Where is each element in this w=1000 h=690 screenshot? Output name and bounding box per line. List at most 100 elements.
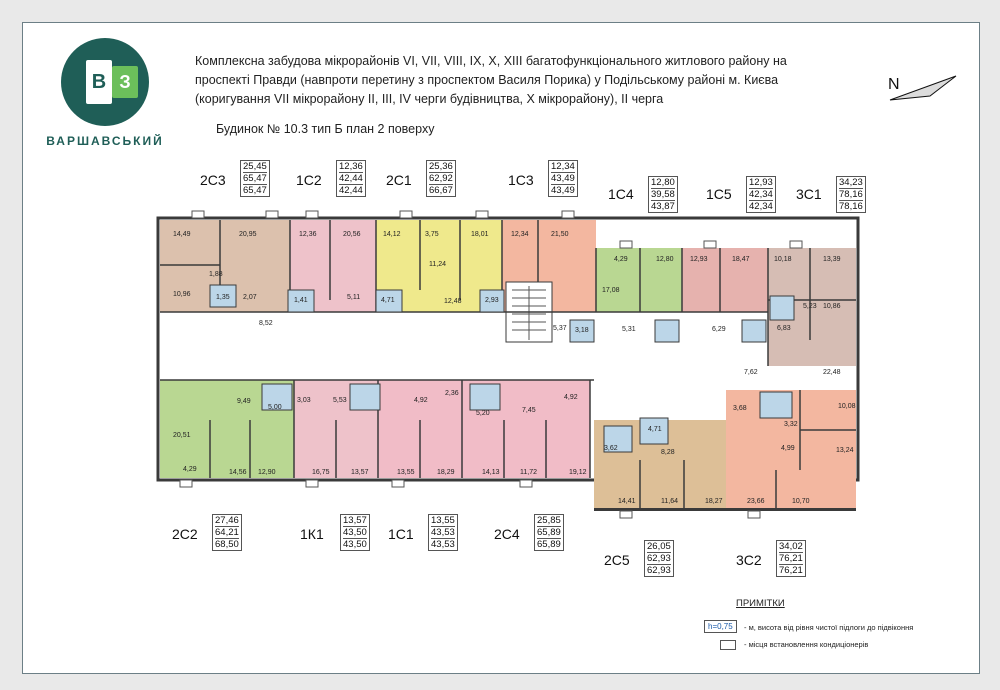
room-area: 10,18 xyxy=(774,256,792,263)
room-area: 4,99 xyxy=(781,445,795,452)
unit-area-living: 25,45 xyxy=(243,161,267,173)
room-area: 11,64 xyxy=(661,498,678,505)
unit-areas: 25,45 65,47 65,47 xyxy=(240,160,270,197)
unit-area-total: 43,53 xyxy=(431,527,455,539)
unit-area-living: 13,55 xyxy=(431,515,455,527)
unit-area-living: 25,85 xyxy=(537,515,561,527)
unit-area-reduced: 76,21 xyxy=(779,565,803,576)
unit-area-living: 25,36 xyxy=(429,161,453,173)
room-area: 18,01 xyxy=(471,231,489,238)
unit-area-total: 65,47 xyxy=(243,173,267,185)
room-area: 5,00 xyxy=(268,404,282,411)
unit-area-total: 42,34 xyxy=(749,189,773,201)
building-label: Будинок № 10.3 тип Б план 2 поверху xyxy=(216,122,435,136)
unit-area-living: 27,46 xyxy=(215,515,239,527)
room-area: 10,96 xyxy=(173,291,191,298)
room-area: 14,56 xyxy=(229,469,247,476)
unit-areas: 25,85 65,89 65,89 xyxy=(534,514,564,551)
room-area: 14,12 xyxy=(383,231,401,238)
internal-walls xyxy=(160,220,856,508)
apt-1c4 xyxy=(596,248,682,312)
unit-areas: 34,02 76,21 76,21 xyxy=(776,540,806,577)
unit-area-reduced: 68,50 xyxy=(215,539,239,550)
unit-area-total: 78,16 xyxy=(839,189,863,201)
room-area: 14,49 xyxy=(173,231,191,238)
room-area: 7,62 xyxy=(744,369,758,376)
room-area: 3,75 xyxy=(425,231,439,238)
unit-area-total: 43,50 xyxy=(343,527,367,539)
unit-areas: 12,80 39,58 43,87 xyxy=(648,176,678,213)
wall-bottom-right xyxy=(594,508,856,511)
room-area: 3,32 xyxy=(784,421,798,428)
unit-areas: 12,36 42,44 42,44 xyxy=(336,160,366,197)
room-area: 11,72 xyxy=(520,469,537,476)
title-line-1: Комплексна забудова мікрорайонів VI, VII… xyxy=(195,54,787,68)
room-area: 18,29 xyxy=(437,469,455,476)
room-area: 10,86 xyxy=(823,303,841,310)
unit-area-reduced: 66,67 xyxy=(429,185,453,196)
unit-code: 2С4 xyxy=(494,526,520,542)
unit-area-total: 62,92 xyxy=(429,173,453,185)
north-arrow-icon xyxy=(889,75,957,101)
room-area: 3,18 xyxy=(575,327,589,334)
room-area: 4,92 xyxy=(564,394,578,401)
room-area: 10,08 xyxy=(838,403,856,410)
legend-title: ПРИМІТКИ xyxy=(736,598,785,609)
unit-code: 2С2 xyxy=(172,526,198,542)
room-area: 17,08 xyxy=(602,287,620,294)
unit-areas: 25,36 62,92 66,67 xyxy=(426,160,456,197)
room-area: 11,24 xyxy=(429,261,446,268)
unit-code: 2С5 xyxy=(604,552,630,568)
unit-area-reduced: 65,89 xyxy=(537,539,561,550)
unit-area-living: 12,93 xyxy=(749,177,773,189)
room-area: 5,11 xyxy=(347,294,361,301)
room-area: 12,80 xyxy=(656,256,674,263)
project-title: Комплексна забудова мікрорайонів VI, VII… xyxy=(195,52,885,109)
room-area: 20,95 xyxy=(239,231,257,238)
room-area: 5,53 xyxy=(333,397,347,404)
room-area: 5,20 xyxy=(476,410,490,417)
unit-area-total: 39,58 xyxy=(651,189,675,201)
unit-areas: 27,46 64,21 68,50 xyxy=(212,514,242,551)
room-area: 5,37 xyxy=(553,325,567,332)
room-area: 13,39 xyxy=(823,256,841,263)
unit-areas: 13,57 43,50 43,50 xyxy=(340,514,370,551)
unit-code: 1С5 xyxy=(706,186,732,202)
room-area: 9,49 xyxy=(237,398,251,405)
room-area: 6,29 xyxy=(712,326,726,333)
room-area: 4,29 xyxy=(183,466,197,473)
ac-markers xyxy=(179,210,803,519)
ac-marker-sample xyxy=(720,640,736,650)
logo: В З ВАРШАВСЬКИЙ xyxy=(40,36,170,151)
unit-area-total: 42,44 xyxy=(339,173,363,185)
unit-area-reduced: 42,34 xyxy=(749,201,773,212)
apt-1c5 xyxy=(682,248,768,312)
room-area: 1,88 xyxy=(209,271,223,278)
unit-area-total: 64,21 xyxy=(215,527,239,539)
unit-area-reduced: 43,53 xyxy=(431,539,455,550)
room-area: 1,41 xyxy=(294,297,308,304)
room-area: 23,66 xyxy=(747,498,765,505)
unit-area-total: 62,93 xyxy=(647,553,671,565)
room-area: 1,35 xyxy=(216,294,230,301)
room-area: 13,24 xyxy=(836,447,854,454)
room-area: 5,31 xyxy=(622,326,636,333)
room-area: 20,56 xyxy=(343,231,361,238)
room-area: 18,27 xyxy=(705,498,723,505)
unit-area-reduced: 43,50 xyxy=(343,539,367,550)
title-line-2: проспекті Правди (навпроти перетину з пр… xyxy=(195,73,779,87)
unit-areas: 34,23 78,16 78,16 xyxy=(836,176,866,213)
unit-areas: 26,05 62,93 62,93 xyxy=(644,540,674,577)
room-area: 14,41 xyxy=(618,498,636,505)
room-area: 22,48 xyxy=(823,369,841,376)
room-area: 12,34 xyxy=(511,231,529,238)
room-area: 4,92 xyxy=(414,397,428,404)
logo-letter-z: З xyxy=(119,72,130,92)
room-area: 18,47 xyxy=(732,256,750,263)
room-area: 12,90 xyxy=(258,469,276,476)
unit-area-living: 12,36 xyxy=(339,161,363,173)
unit-area-living: 12,34 xyxy=(551,161,575,173)
unit-code: 1К1 xyxy=(300,526,324,542)
